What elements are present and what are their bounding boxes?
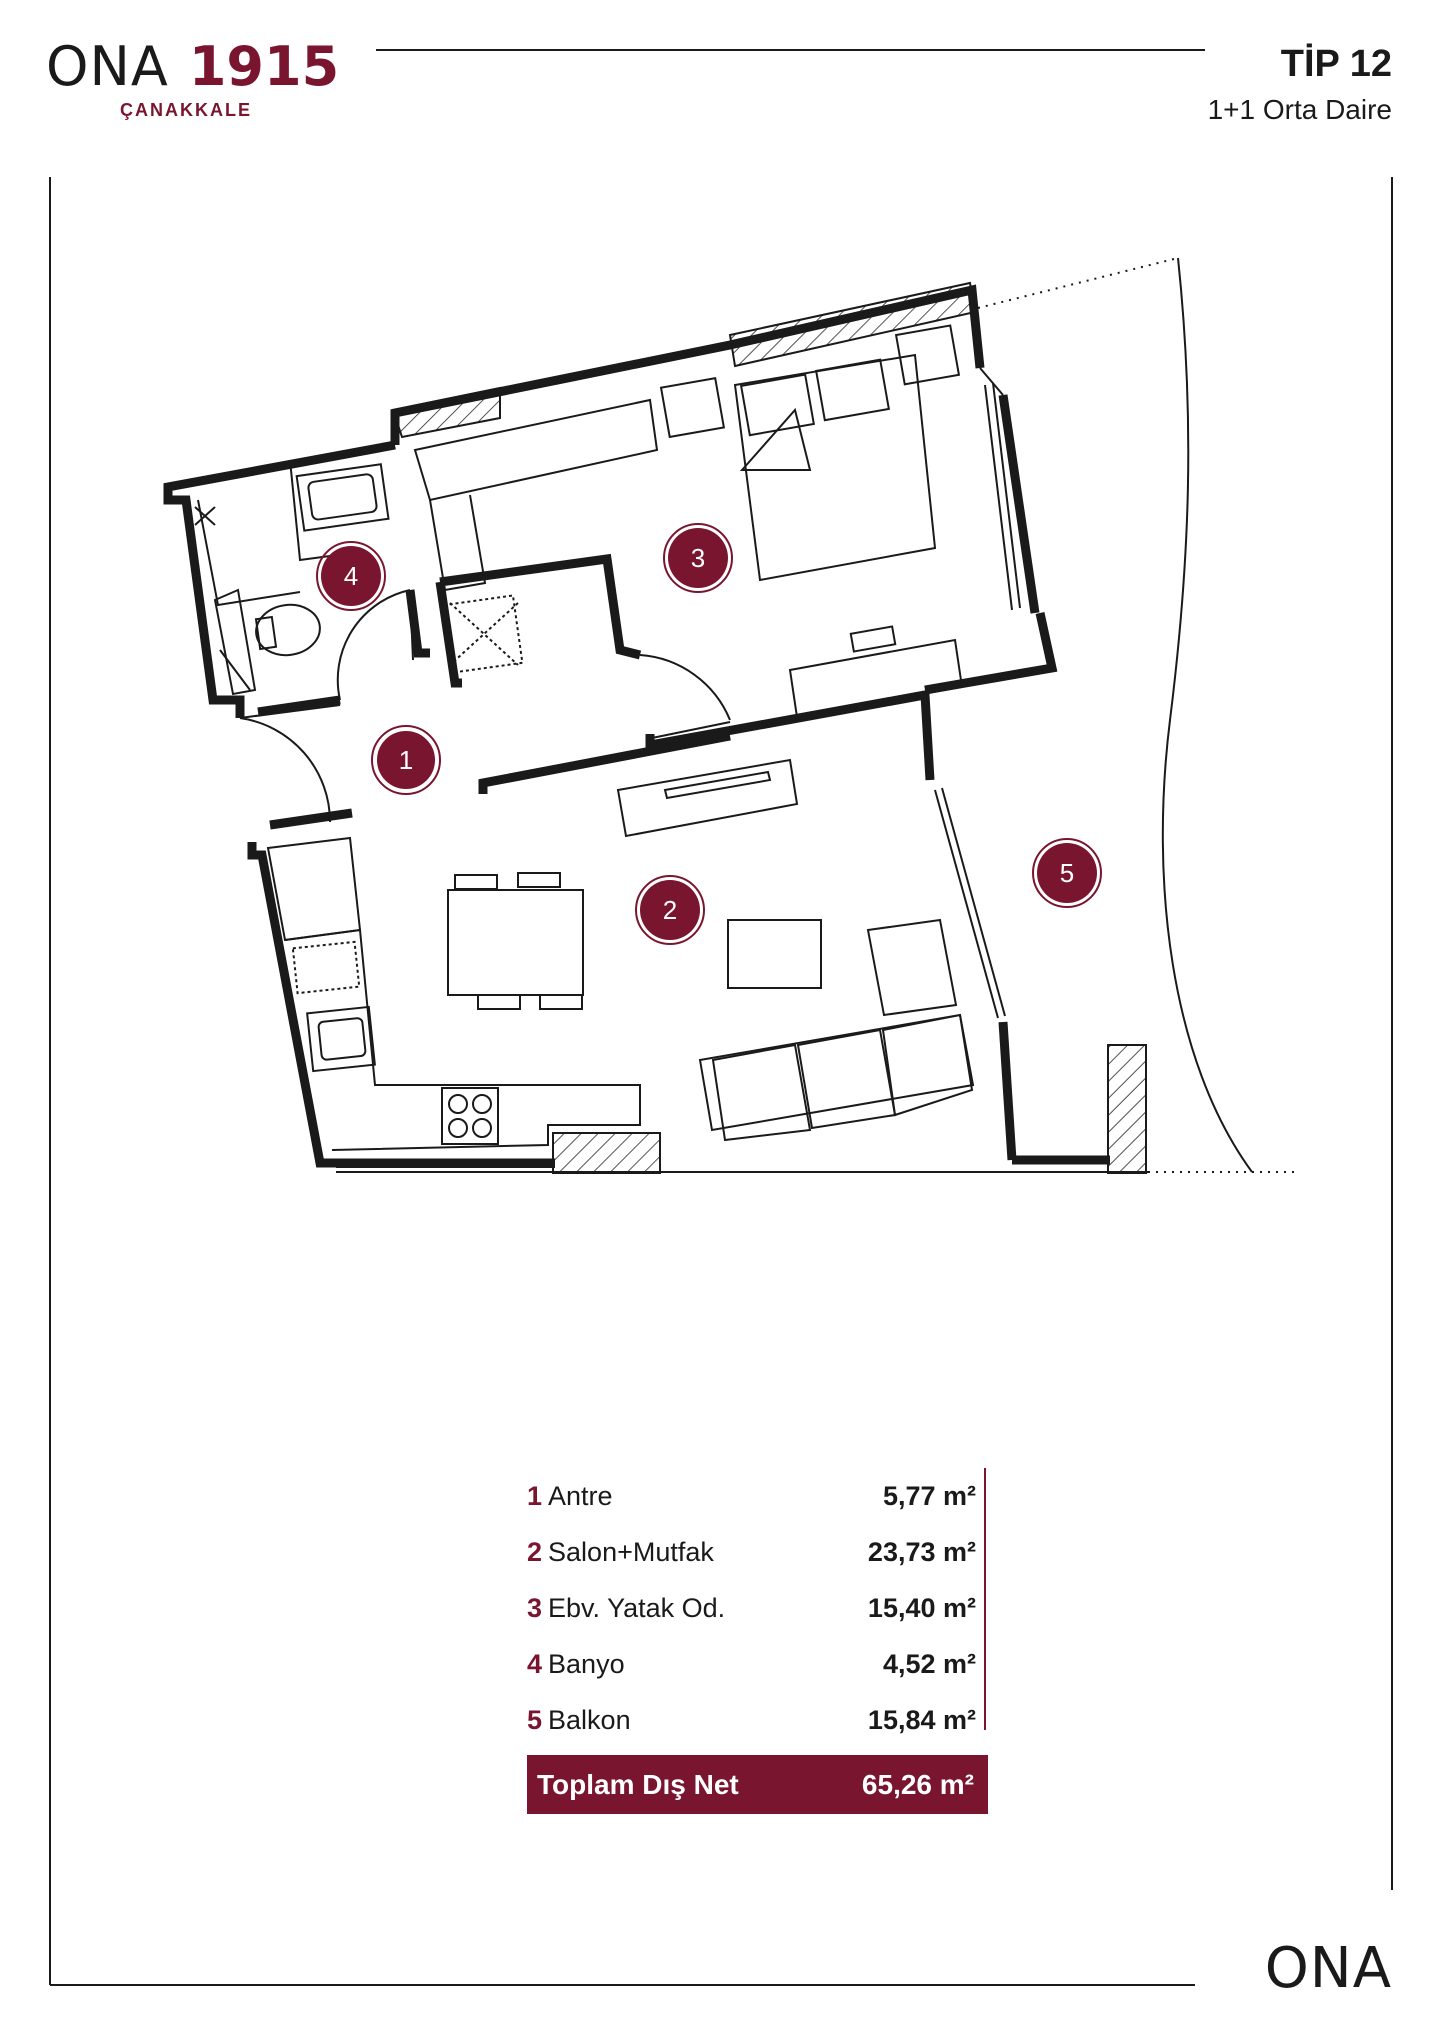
area-row-num: 5 <box>527 1704 543 1735</box>
area-row-num: 4 <box>527 1648 543 1679</box>
page-frame <box>49 49 1393 1986</box>
plan-subtitle: 1+1 Orta Daire <box>1207 93 1392 125</box>
footer-logo: ONA <box>1264 1936 1392 2001</box>
room-marker-4: 4 <box>316 541 386 611</box>
plan-type: TİP 12 <box>1280 43 1392 85</box>
area-row-name: Balkon <box>548 1704 631 1735</box>
logo-city: ÇANAKKALE <box>120 100 252 120</box>
area-row-name: Ebv. Yatak Od. <box>548 1592 726 1623</box>
room-markers: 1 2 3 4 5 <box>316 523 1102 945</box>
door-swings <box>239 589 731 823</box>
brand-logo: ONA 1915 ÇANAKKALE <box>46 35 339 121</box>
plan-title-block: TİP 12 1+1 Orta Daire <box>1207 43 1392 126</box>
furniture <box>194 324 975 1151</box>
area-row-num: 1 <box>527 1480 543 1511</box>
balcony-boundary <box>977 257 1300 1173</box>
area-row-value: 15,40 m² <box>867 1592 976 1623</box>
total-value: 65,26 m² <box>861 1768 974 1800</box>
structural-columns <box>391 281 1147 1174</box>
logo-main: ONA 1915 <box>46 35 339 98</box>
total-label: Toplam Dış Net <box>537 1768 739 1800</box>
room-marker-4-label: 4 <box>344 561 358 591</box>
room-marker-3-label: 3 <box>691 543 705 573</box>
area-row-value: 23,73 m² <box>867 1536 976 1567</box>
room-marker-3: 3 <box>663 523 733 593</box>
area-row-name: Banyo <box>548 1648 625 1679</box>
area-row-name: Antre <box>548 1480 613 1511</box>
area-row-value: 15,84 m² <box>867 1704 976 1735</box>
area-row-value: 4,52 m² <box>882 1648 976 1679</box>
room-marker-5: 5 <box>1032 838 1102 908</box>
total-area-bar: Toplam Dış Net 65,26 m² <box>527 1755 988 1814</box>
room-marker-2: 2 <box>635 875 705 945</box>
area-row-num: 3 <box>527 1592 543 1623</box>
area-row-num: 2 <box>527 1536 543 1567</box>
area-row-value: 5,77 m² <box>882 1480 976 1511</box>
logo-year: 1915 <box>188 35 340 98</box>
room-marker-2-label: 2 <box>663 895 677 925</box>
area-row-name: Salon+Mutfak <box>548 1536 714 1567</box>
logo-ona: ONA <box>46 35 169 98</box>
windows <box>336 367 1150 1173</box>
room-marker-1-label: 1 <box>399 745 413 775</box>
room-marker-1: 1 <box>371 725 441 795</box>
room-marker-5-label: 5 <box>1060 858 1074 888</box>
area-table-divider <box>984 1468 986 1730</box>
